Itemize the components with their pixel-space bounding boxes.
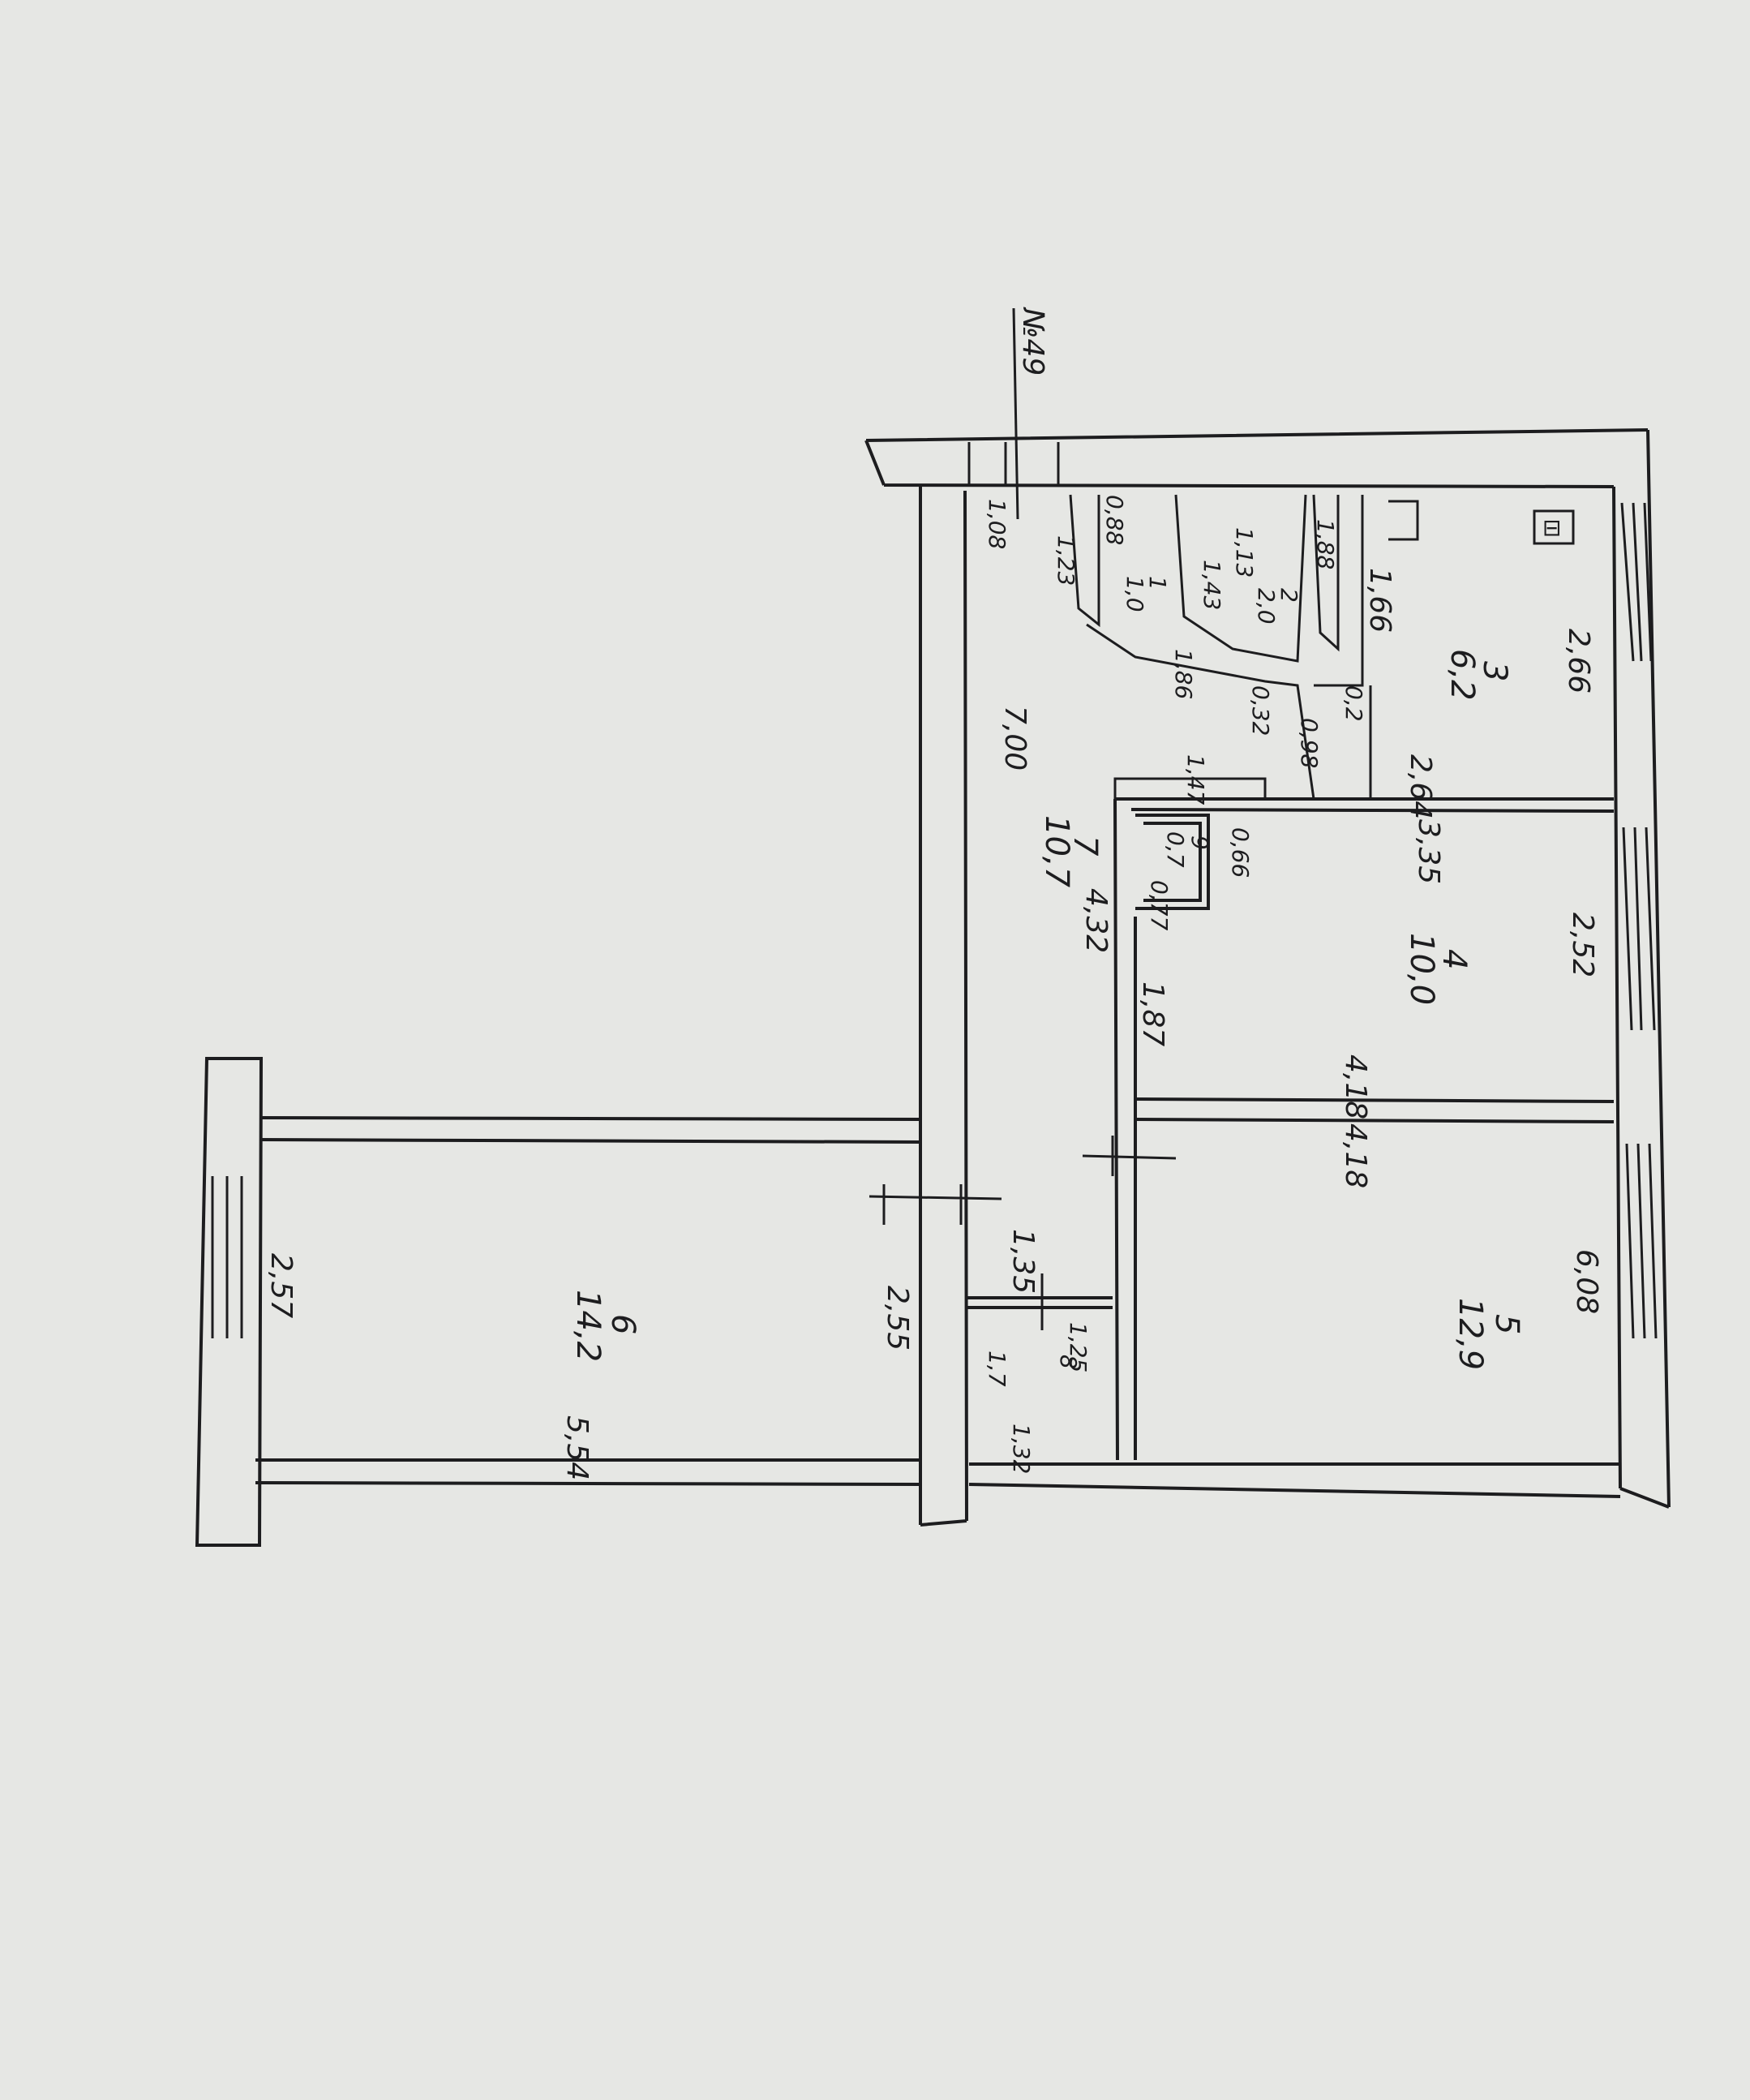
wall-corridor-step bbox=[1113, 777, 1267, 799]
dim-1-32: 1,32 bbox=[1008, 1424, 1035, 1474]
stove-icon: ⊟ bbox=[1542, 514, 1561, 541]
room-2-area: 2,0 bbox=[1253, 588, 1280, 625]
dim-7-00: 7,00 bbox=[998, 706, 1032, 771]
dim-5-54: 5,54 bbox=[560, 1415, 594, 1480]
room-3-area: 6,2 bbox=[1443, 649, 1481, 701]
room-3-number: 3 bbox=[1476, 661, 1513, 681]
sink-mark bbox=[1388, 500, 1419, 541]
dim-0-98: 0,98 bbox=[1296, 718, 1323, 768]
wall-slant bbox=[1086, 623, 1315, 800]
dim-1-87: 1,87 bbox=[1136, 981, 1169, 1046]
building-label: №49 bbox=[1016, 307, 1049, 376]
dim-1-43: 1,43 bbox=[1199, 560, 1225, 610]
window-room-6 bbox=[211, 1176, 243, 1338]
label-leader bbox=[1012, 307, 1019, 520]
room-6-number: 6 bbox=[604, 1314, 641, 1334]
room-4-area: 10,0 bbox=[1403, 933, 1440, 1005]
dim-3-35: 3,35 bbox=[1412, 819, 1445, 884]
dimension-labels: 1,08 1,23 0,88 1,13 1,43 1,88 1,66 1,86 … bbox=[264, 495, 1603, 1480]
room-1-area: 1,0 bbox=[1122, 576, 1148, 612]
corridor-left-wall bbox=[919, 487, 968, 1527]
door-room-5 bbox=[1082, 1136, 1177, 1176]
dim-1-47: 1,47 bbox=[1182, 754, 1209, 805]
dim-1-88: 1,88 bbox=[1312, 519, 1339, 569]
room-8-area: 1,7 bbox=[984, 1351, 1010, 1387]
dim-1-23: 1,23 bbox=[1053, 535, 1079, 586]
dim-4-18-upper: 4,18 bbox=[1339, 1054, 1372, 1119]
dim-2-52: 2,52 bbox=[1566, 913, 1599, 977]
wall-room-3-step bbox=[1314, 495, 1372, 799]
dim-0-88: 0,88 bbox=[1101, 495, 1128, 545]
room-9-walls bbox=[1135, 814, 1210, 910]
dim-2-57: 2,57 bbox=[264, 1253, 298, 1318]
room-6-walls bbox=[255, 1116, 921, 1486]
dim-1-66: 1,66 bbox=[1363, 568, 1396, 633]
room-2-number: 2 bbox=[1276, 588, 1302, 603]
room-7-area: 10,7 bbox=[1038, 815, 1075, 888]
dim-2-55: 2,55 bbox=[881, 1286, 914, 1351]
bottom-exterior-wall bbox=[968, 1462, 1621, 1498]
dim-2-66: 2,66 bbox=[1562, 629, 1595, 694]
stove-box bbox=[1533, 509, 1575, 545]
dim-0-77: 0,77 bbox=[1146, 880, 1173, 931]
room-8-number: 8 bbox=[1055, 1355, 1082, 1369]
room-1-number: 1 bbox=[1144, 576, 1171, 590]
dim-4-18-lower: 4,18 bbox=[1339, 1123, 1372, 1188]
dim-0-2: 0,2 bbox=[1340, 685, 1367, 722]
room-9-number: 9 bbox=[1186, 835, 1213, 850]
right-exterior-wall bbox=[1612, 429, 1671, 1509]
door-room-6 bbox=[869, 1184, 1002, 1225]
dim-1-35: 1,35 bbox=[1006, 1229, 1040, 1294]
window-upper bbox=[1620, 502, 1653, 662]
wall-room-4-5 bbox=[1134, 1097, 1615, 1123]
wall-room-2-inner bbox=[1312, 494, 1340, 652]
window-middle bbox=[1622, 827, 1656, 1031]
room-4-number: 4 bbox=[1435, 949, 1473, 969]
dim-0-32: 0,32 bbox=[1247, 685, 1274, 736]
dim-0-66: 0,66 bbox=[1227, 827, 1254, 878]
wall-room-3-4 bbox=[1115, 797, 1615, 813]
room-8-walls bbox=[967, 1296, 1113, 1309]
walls bbox=[195, 307, 1671, 1547]
room-7-number: 7 bbox=[1066, 835, 1104, 857]
room-5-number: 5 bbox=[1488, 1314, 1525, 1334]
dim-1-25: 1,25 bbox=[1065, 1322, 1092, 1372]
entrance-marks bbox=[967, 442, 1060, 487]
dim-2-64: 2,64 bbox=[1404, 754, 1437, 819]
dim-1-08: 1,08 bbox=[984, 499, 1010, 549]
wall-room-2 bbox=[1174, 494, 1307, 663]
wall-room-4-left bbox=[1113, 798, 1137, 1461]
room-6-area: 14,2 bbox=[569, 1290, 607, 1362]
dim-1-13: 1,13 bbox=[1231, 527, 1258, 578]
room-5-area: 12,9 bbox=[1452, 1298, 1489, 1370]
room-6-outer-wall bbox=[195, 1057, 264, 1547]
room-9-area: 0,7 bbox=[1162, 831, 1189, 868]
dim-6-08: 6,08 bbox=[1570, 1249, 1603, 1314]
wall-room-1 bbox=[1069, 494, 1100, 628]
dim-4-32: 4,32 bbox=[1079, 888, 1113, 953]
room-labels: 1 1,0 2 2,0 3 6,2 4 10,0 5 12,9 6 14,2 7… bbox=[569, 576, 1525, 1387]
dim-1-86: 1,86 bbox=[1170, 649, 1197, 699]
top-exterior-wall bbox=[864, 428, 1649, 488]
window-lower bbox=[1625, 1143, 1658, 1339]
